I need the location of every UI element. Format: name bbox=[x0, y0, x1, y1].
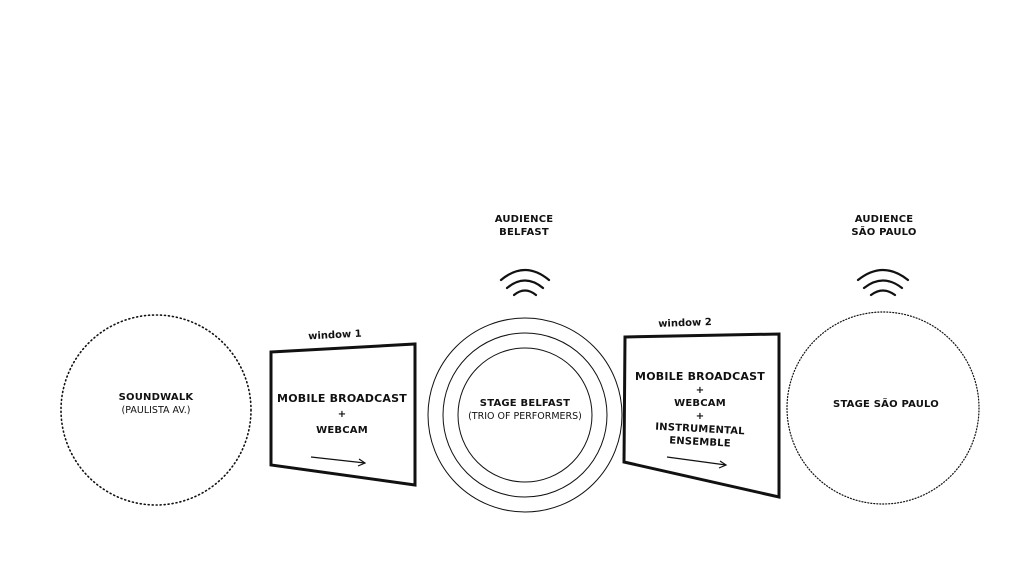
window-1-line-2: WEBCAM bbox=[316, 424, 368, 436]
soundwalk-subtitle: (PAULISTA AV.) bbox=[121, 404, 191, 416]
stage-sao-paulo-circle bbox=[786, 311, 980, 505]
stage-sao-paulo-label: STAGE SÃO PAULO bbox=[833, 399, 939, 412]
window-1-content: MOBILE BROADCAST + WEBCAM bbox=[277, 390, 407, 438]
window-2-line-2: WEBCAM bbox=[674, 398, 726, 410]
stage-belfast-title: STAGE BELFAST bbox=[479, 398, 571, 409]
audience-sao-paulo-line-1: AUDIENCE bbox=[854, 214, 914, 225]
soundwalk-title: SOUNDWALK bbox=[118, 392, 194, 403]
audience-belfast-line-1: AUDIENCE bbox=[494, 214, 554, 225]
window-2-content: MOBILE BROADCAST + WEBCAM + INSTRUMENTAL… bbox=[635, 370, 765, 450]
stage-belfast-label: STAGE BELFAST (TRIO OF PERFORMERS) bbox=[468, 398, 582, 422]
arrow-icon bbox=[666, 456, 728, 469]
soundwalk-circle bbox=[60, 314, 252, 506]
arrow-icon bbox=[310, 456, 367, 467]
stage-belfast-subtitle: (TRIO OF PERFORMERS) bbox=[468, 410, 582, 422]
window-1-plus: + bbox=[337, 409, 347, 421]
stage-belfast-outer-ring bbox=[427, 317, 623, 513]
audience-sao-paulo-line-2: SÃO PAULO bbox=[851, 226, 917, 238]
audience-sao-paulo-label: AUDIENCE SÃO PAULO bbox=[851, 214, 916, 239]
window-2-label: window 2 bbox=[658, 317, 712, 330]
window-1-line-1: MOBILE BROADCAST bbox=[277, 392, 407, 405]
stage-belfast-middle-ring bbox=[442, 332, 608, 498]
soundwalk-label: SOUNDWALK (PAULISTA AV.) bbox=[119, 392, 194, 416]
window-2-plus-2: + bbox=[695, 411, 705, 423]
wifi-icon bbox=[856, 268, 910, 297]
wifi-icon bbox=[499, 268, 551, 297]
window-2-line-1: MOBILE BROADCAST bbox=[635, 370, 765, 383]
audience-belfast-label: AUDIENCE BELFAST bbox=[495, 214, 554, 239]
window-2-plus-1: + bbox=[695, 385, 705, 397]
window-1-frame bbox=[269, 342, 417, 487]
window-2-frame bbox=[622, 332, 781, 499]
stage-belfast-inner-ring bbox=[457, 347, 593, 483]
stage-sao-paulo-title: STAGE SÃO PAULO bbox=[833, 399, 939, 410]
audience-belfast-line-2: BELFAST bbox=[499, 226, 549, 238]
